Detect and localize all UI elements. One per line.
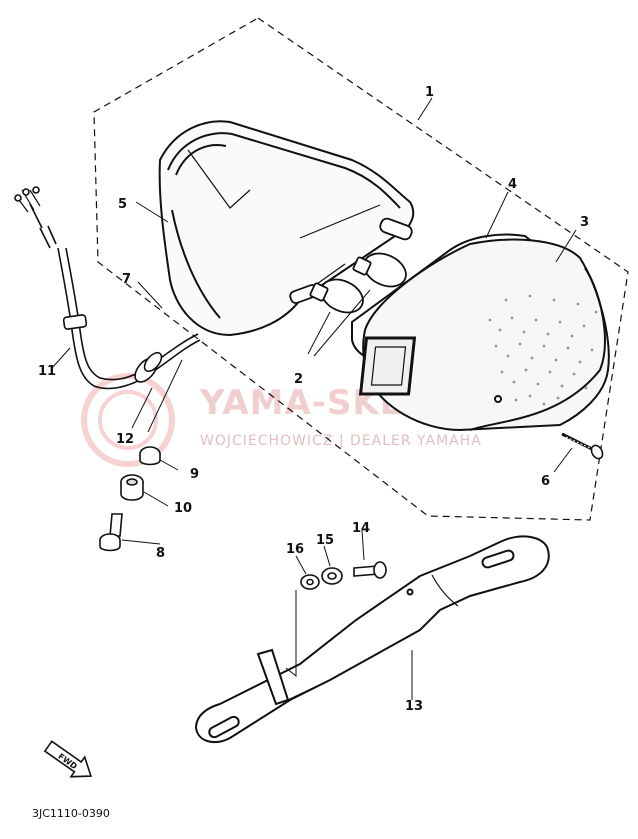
callout-8: 8 xyxy=(156,546,165,561)
leader-lines xyxy=(51,97,577,700)
callout-7: 7 xyxy=(122,272,131,287)
assembly-group-outline xyxy=(93,17,629,521)
callout-10: 10 xyxy=(174,501,192,516)
bulb-sockets xyxy=(289,217,413,304)
plate-screw xyxy=(353,561,387,579)
plate-washer xyxy=(300,574,320,590)
callout-4: 4 xyxy=(508,177,517,192)
callout-12: 12 xyxy=(116,432,134,447)
drawing-code: 3JC1110-0390 xyxy=(32,807,110,820)
watermark-logo xyxy=(81,373,175,467)
callout-2: 2 xyxy=(294,372,303,387)
callout-1: 1 xyxy=(425,85,434,100)
callout-9: 9 xyxy=(190,467,199,482)
wire-grommet xyxy=(134,351,163,383)
callout-3: 3 xyxy=(580,215,589,230)
tail-light-housing xyxy=(158,120,415,337)
callout-5: 5 xyxy=(118,197,127,212)
bulbs xyxy=(309,252,407,314)
callout-6: 6 xyxy=(541,474,550,489)
license-plate-bracket xyxy=(194,535,550,744)
lens-screw xyxy=(561,432,604,460)
callout-15: 15 xyxy=(316,533,334,548)
callout-13: 13 xyxy=(405,699,423,714)
collar xyxy=(139,446,161,466)
tail-light-lens xyxy=(358,238,610,432)
watermark-subtitle: WOJCIECHOWICZ | DEALER YAMAHA xyxy=(200,433,482,449)
callout-16: 16 xyxy=(286,542,304,557)
mounting-bolt xyxy=(99,513,123,552)
forward-arrow-icon: FWD xyxy=(43,740,93,778)
damper xyxy=(120,474,144,501)
callout-14: 14 xyxy=(352,521,370,536)
plate-nut xyxy=(321,567,343,585)
callout-11: 11 xyxy=(38,364,56,379)
